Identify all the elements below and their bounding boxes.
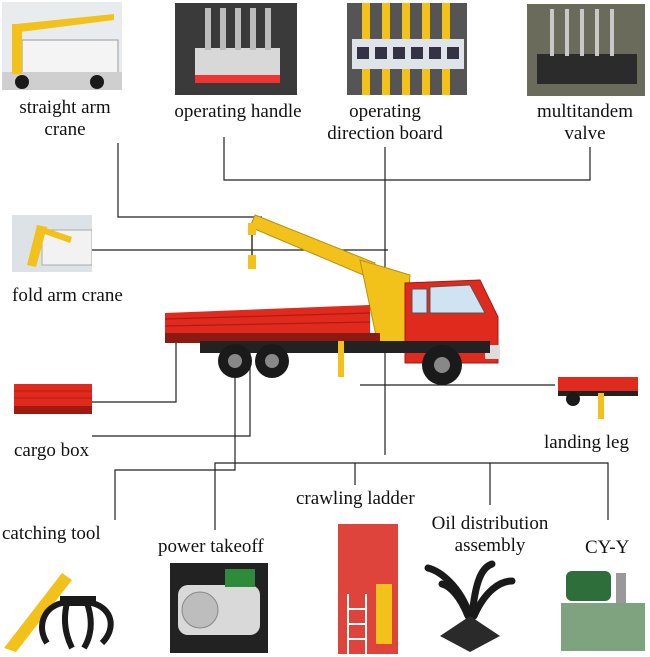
label-cy-y: CY-Y [585,537,629,559]
label-operating-handle: operating handle [158,101,318,123]
line-catching-tool [114,360,236,520]
label-oil-distribution-assembly: Oil distribution assembly [410,513,570,557]
line-straight-arm-crane [117,143,262,218]
cy-y-image [556,563,648,653]
landing-leg-image [558,375,638,425]
label-cargo-box: cargo box [14,440,89,462]
label-power-takeoff: power takeoff [158,536,264,558]
label-oil-distribution-line2: assembly [454,535,526,556]
oil-distribution-assembly-image [420,556,520,654]
power-takeoff-image [170,563,268,653]
line-bottom-bracket [214,462,609,530]
label-crawling-ladder: crawling ladder [296,488,415,510]
label-oil-distribution-line1: Oil distribution [431,513,549,534]
cargo-box-image [14,378,92,426]
label-crawling-ladder-text: crawling ladder [296,488,415,509]
label-operating-handle-text: operating handle [174,101,302,122]
crawling-ladder-image [338,524,398,654]
label-catching-tool: catching tool [2,523,101,545]
label-operating-direction-board: operating direction board [325,101,445,145]
label-straight-arm-crane-line1: straight arm [19,97,111,118]
label-cargo-box-text: cargo box [14,440,90,461]
label-operating-direction-board-line2: direction board [327,123,443,144]
straight-arm-crane-image [2,2,122,90]
line-cargo-box [92,340,177,403]
crane-truck-image [160,205,505,395]
label-multitandem-valve-line2: valve [564,123,606,144]
label-landing-leg: landing leg [544,432,629,454]
label-multitandem-valve-line1: multitandem [536,101,634,122]
label-multitandem-valve: multitandem valve [520,101,650,145]
operating-handle-image [175,3,297,95]
label-landing-leg-text: landing leg [544,432,629,453]
label-straight-arm-crane-line2: crane [44,119,86,140]
catching-tool-image [2,548,132,654]
line-top-bracket [223,137,591,181]
operating-direction-board-image [347,3,467,95]
label-cy-y-text: CY-Y [585,537,630,558]
label-straight-arm-crane: straight arm crane [5,97,125,141]
multitandem-valve-image [527,4,645,96]
label-operating-direction-board-line1: operating [349,101,421,122]
fold-arm-crane-image [12,215,92,272]
label-power-takeoff-text: power takeoff [158,536,264,557]
label-fold-arm-crane: fold arm crane [12,285,123,307]
label-catching-tool-text: catching tool [2,523,101,544]
label-fold-arm-crane-text: fold arm crane [12,285,123,306]
